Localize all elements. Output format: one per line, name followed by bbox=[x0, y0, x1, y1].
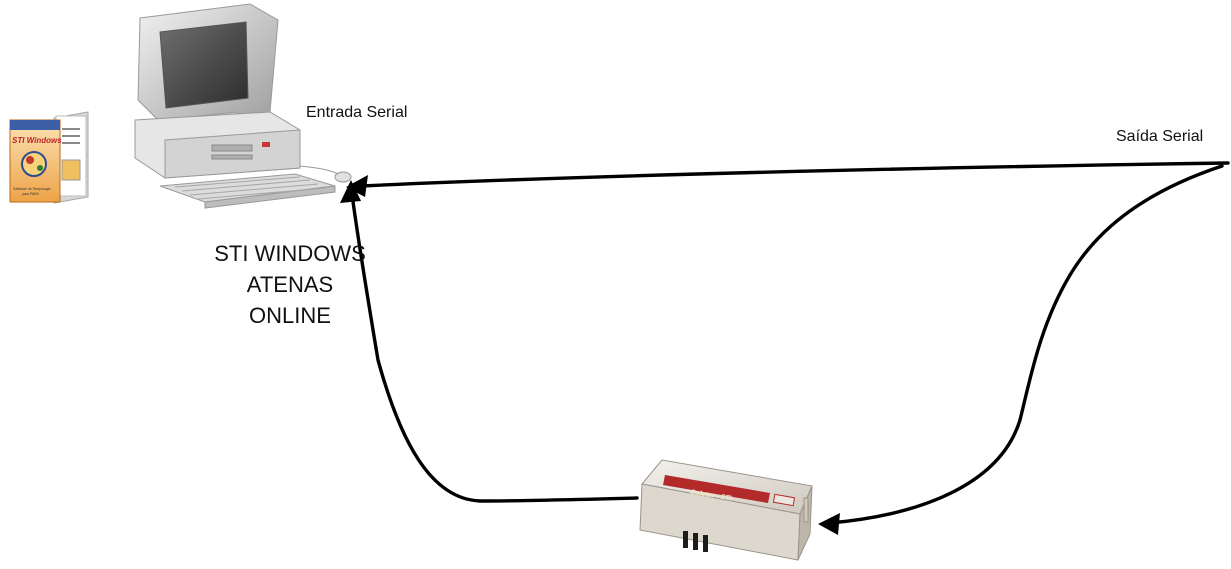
left-return-line bbox=[352, 194, 637, 501]
system-name-line2: ONLINE bbox=[190, 300, 390, 331]
arrowhead-device bbox=[818, 513, 840, 535]
top-connection-line bbox=[361, 163, 1228, 186]
saida-serial-label: Saída Serial bbox=[1116, 128, 1203, 146]
collector-device-image: Coletor - STI bbox=[640, 460, 812, 560]
software-box-subtitle2: para PABX bbox=[22, 192, 40, 196]
system-name-line1: STI WINDOWS ATENAS bbox=[190, 238, 390, 300]
software-box-image: STI Windows Software de Tempologia para … bbox=[10, 112, 88, 203]
right-curve-line bbox=[830, 166, 1222, 523]
entrada-serial-label: Entrada Serial bbox=[306, 104, 407, 122]
software-box-brand: STI Windows bbox=[12, 136, 62, 145]
system-name-title: STI WINDOWS ATENAS ONLINE bbox=[190, 238, 390, 331]
software-box-subtitle: Software de Tempologia bbox=[13, 187, 51, 191]
